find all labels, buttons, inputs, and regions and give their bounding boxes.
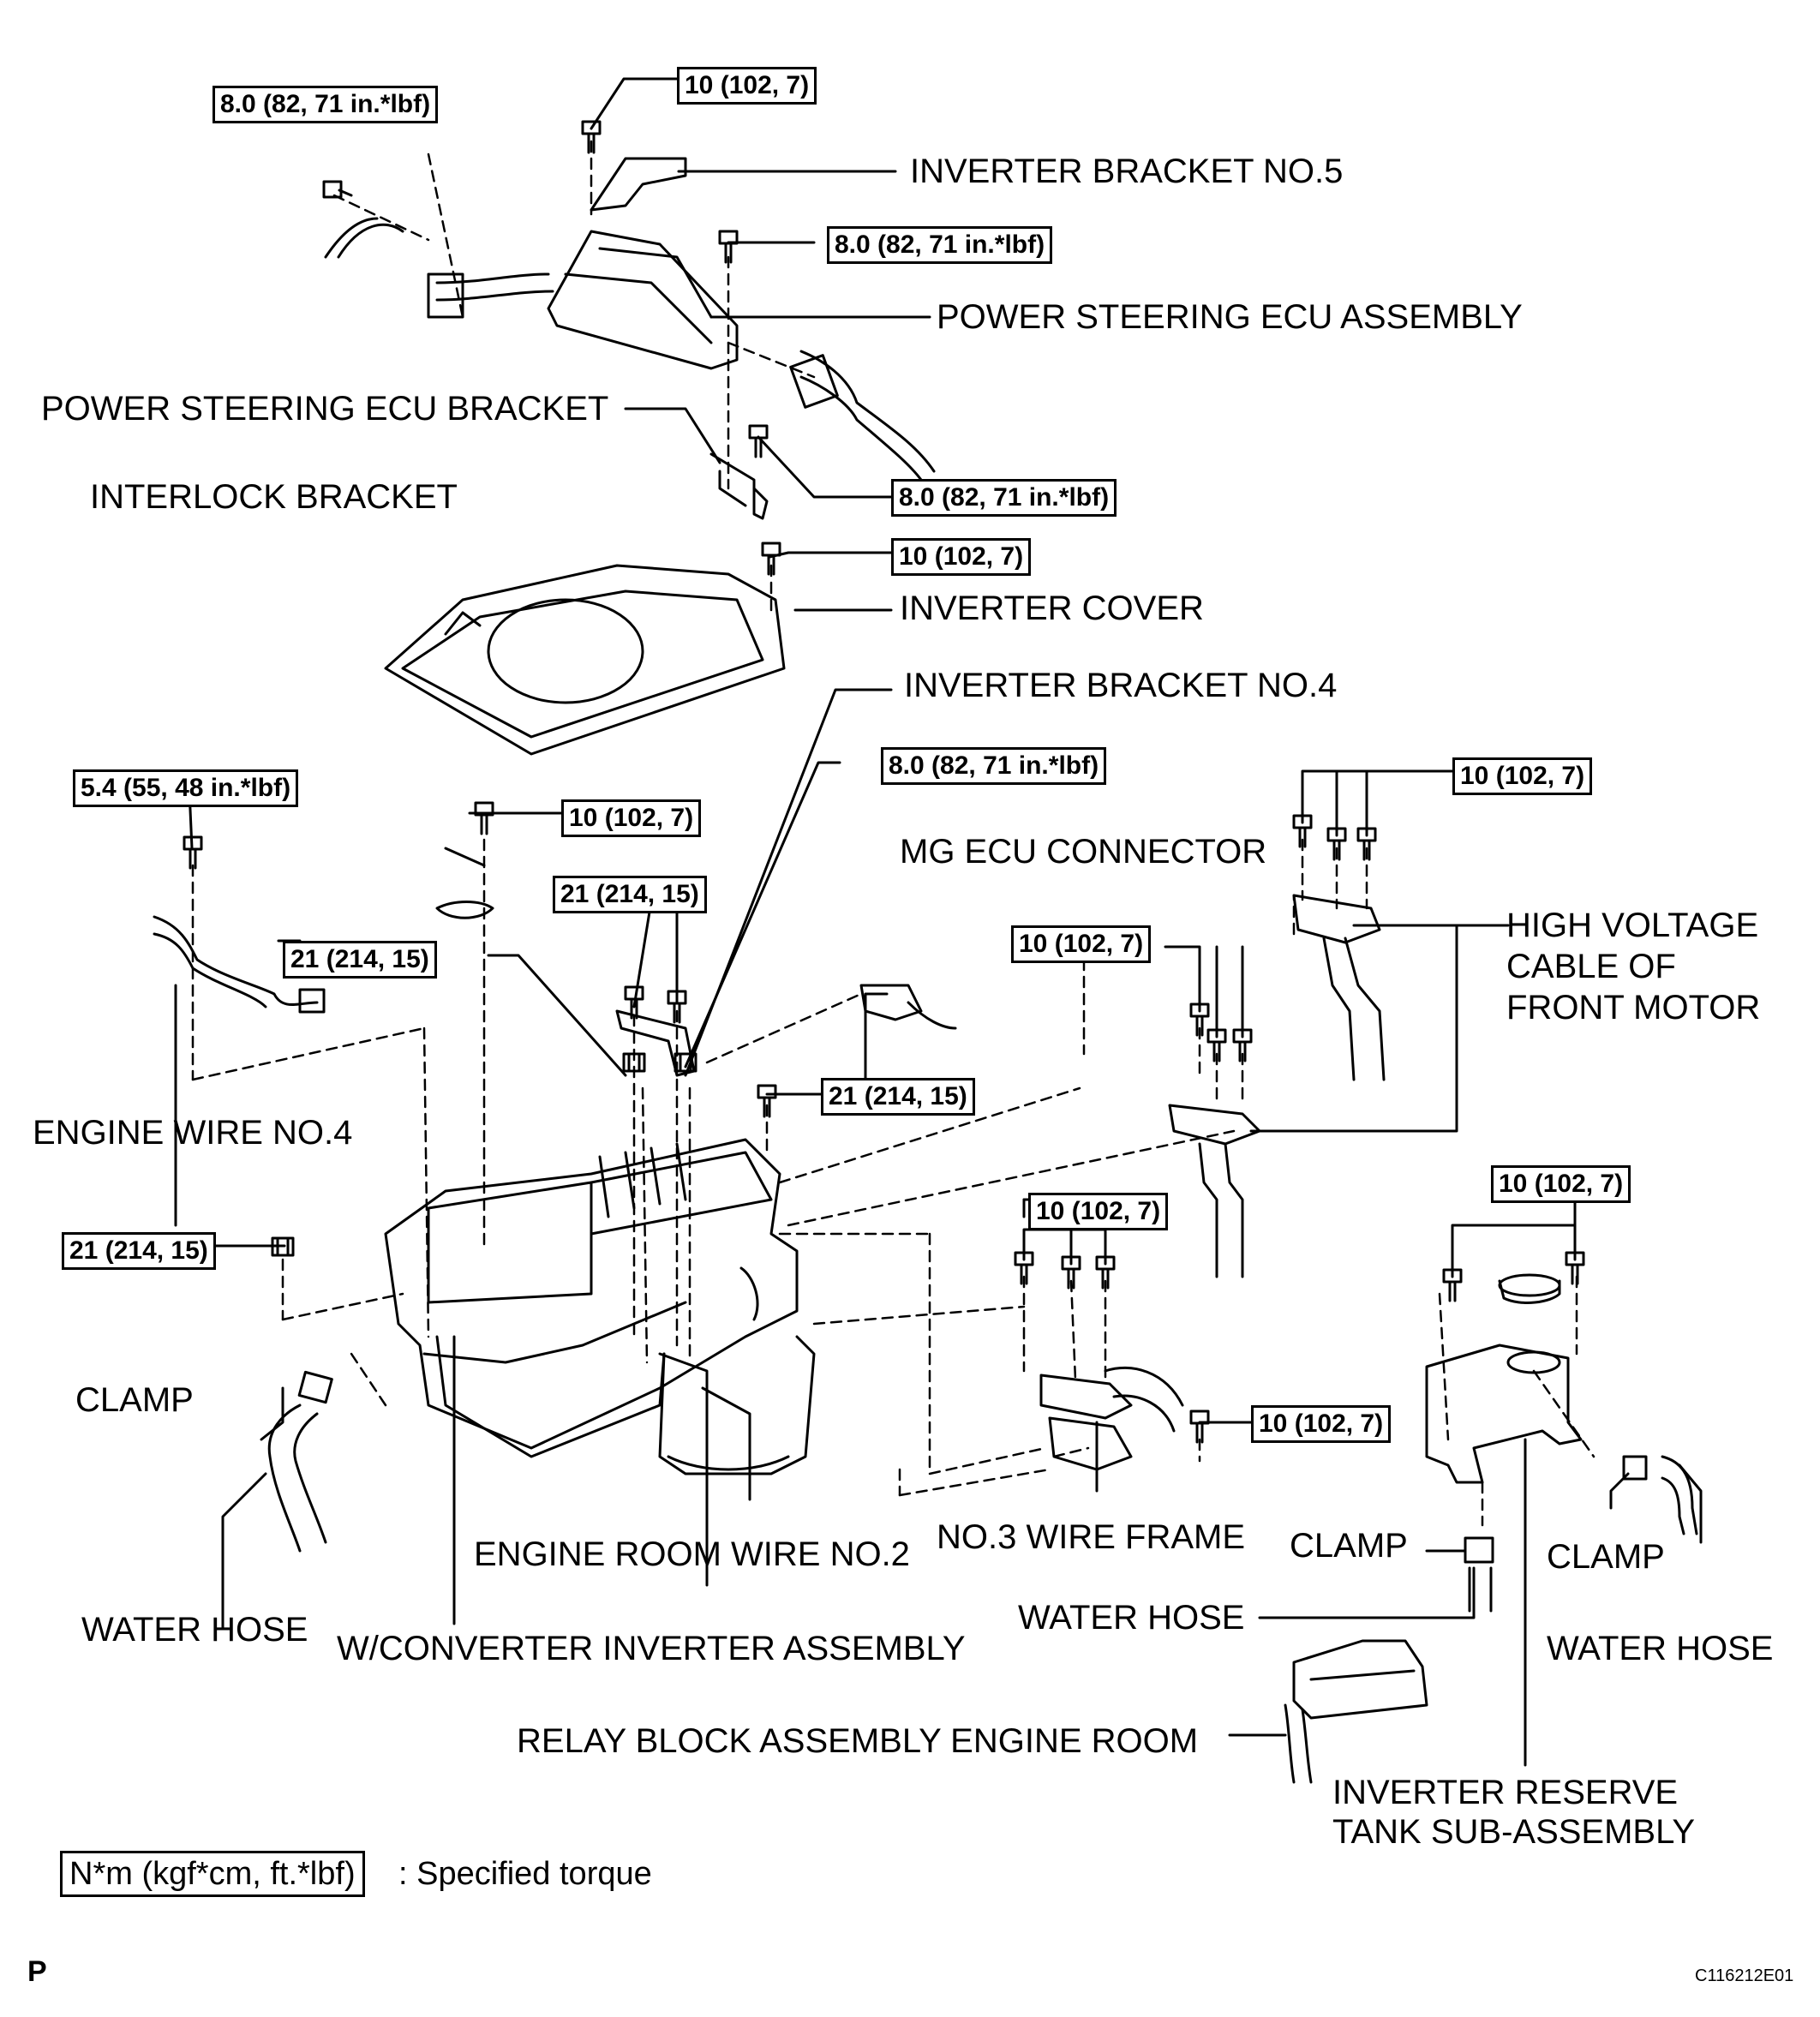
label-hv-cable-line3: FRONT MOTOR — [1506, 989, 1761, 1026]
label-engine-wire-no4: ENGINE WIRE NO.4 — [33, 1114, 353, 1152]
mg-ecu-connector — [859, 984, 923, 1021]
torque-nut-far-left: 21 (214, 15) — [62, 1232, 216, 1270]
inverter-bracket-no4 — [615, 1009, 696, 1077]
power-steering-ecu — [547, 230, 739, 370]
clamp-right — [1622, 1455, 1648, 1481]
legend-torque-unit-box: N*m (kgf*cm, ft.*lbf) — [60, 1851, 365, 1897]
torque-nut-upper: 21 (214, 15) — [553, 876, 707, 913]
label-clamp-left: CLAMP — [75, 1381, 194, 1419]
label-no3-wire-frame: NO.3 WIRE FRAME — [937, 1518, 1246, 1556]
label-power-steering-ecu-bracket: POWER STEERING ECU BRACKET — [41, 390, 609, 428]
water-hose-left — [267, 1404, 302, 1553]
torque-ecu-bracket: 8.0 (82, 71 in.*lbf) — [891, 479, 1117, 517]
torque-cover: 10 (102, 7) — [891, 538, 1032, 576]
label-reserve-tank-line1: INVERTER RESERVE — [1332, 1774, 1679, 1811]
torque-wire-frame-side: 10 (102, 7) — [1251, 1405, 1392, 1443]
label-clamp-mid: CLAMP — [1290, 1527, 1408, 1565]
torque-tank: 10 (102, 7) — [1491, 1165, 1631, 1203]
inverter-assembly — [384, 1138, 816, 1475]
ps-ecu-bracket — [709, 452, 769, 520]
engine-wire-no4 — [153, 915, 319, 1006]
label-engine-room-wire-no2: ENGINE ROOM WIRE NO.2 — [474, 1535, 910, 1573]
label-hv-cable-line1: HIGH VOLTAGE — [1506, 907, 1759, 944]
corner-letter: P — [27, 1955, 47, 1988]
label-power-steering-ecu-assembly: POWER STEERING ECU ASSEMBLY — [937, 298, 1523, 336]
label-hv-cable-line2: CABLE OF — [1506, 948, 1676, 985]
torque-interlock: 10 (102, 7) — [561, 799, 702, 837]
torque-hv-lower: 10 (102, 7) — [1011, 925, 1152, 963]
figure-code: C116212E01 — [1695, 1966, 1794, 1985]
label-interlock-bracket: INTERLOCK BRACKET — [90, 478, 458, 516]
label-clamp-right: CLAMP — [1547, 1538, 1665, 1576]
inverter-cover — [384, 564, 786, 756]
label-wconverter-inverter-assembly: W/CONVERTER INVERTER ASSEMBLY — [337, 1630, 966, 1667]
torque-nut-right: 21 (214, 15) — [821, 1078, 975, 1116]
hv-cable-lower — [1168, 1104, 1261, 1146]
label-reserve-tank-line2: TANK SUB-ASSEMBLY — [1332, 1813, 1696, 1851]
torque-hv-upper: 10 (102, 7) — [1452, 757, 1593, 795]
inverter-bracket-no5 — [590, 157, 687, 212]
reserve-tank — [1425, 1273, 1583, 1484]
torque-top-center: 10 (102, 7) — [677, 67, 817, 105]
ecu-harness — [435, 272, 550, 284]
torque-nut-left: 21 (214, 15) — [283, 941, 437, 979]
relay-block — [1284, 1639, 1428, 1784]
torque-wire-frame-top: 10 (102, 7) — [1028, 1193, 1169, 1230]
dashed-assembly-lines — [191, 140, 1595, 1527]
torque-engine-wire: 5.4 (55, 48 in.*lbf) — [73, 769, 299, 807]
bolts — [183, 120, 1585, 1444]
water-hose-mid — [1468, 1566, 1493, 1613]
torque-ecu-bolt: 8.0 (82, 71 in.*lbf) — [827, 226, 1053, 264]
label-inverter-bracket-no5: INVERTER BRACKET NO.5 — [910, 153, 1344, 190]
label-water-hose-left: WATER HOSE — [81, 1611, 308, 1649]
water-hose-right — [1661, 1455, 1698, 1535]
label-mg-ecu-connector: MG ECU CONNECTOR — [900, 833, 1267, 871]
clamp-left — [297, 1370, 333, 1404]
hv-cable-upper — [1292, 894, 1381, 944]
label-inverter-cover: INVERTER COVER — [900, 590, 1204, 627]
no3-wire-frame — [1039, 1374, 1133, 1420]
label-water-hose-right: WATER HOSE — [1547, 1630, 1774, 1667]
label-water-hose-mid: WATER HOSE — [1018, 1599, 1245, 1637]
label-relay-block: RELAY BLOCK ASSEMBLY ENGINE ROOM — [517, 1722, 1199, 1760]
interlock-bracket — [435, 901, 494, 919]
torque-top-left: 8.0 (82, 71 in.*lbf) — [213, 86, 439, 123]
clamp-mid — [1464, 1536, 1494, 1564]
torque-bracket4: 8.0 (82, 71 in.*lbf) — [881, 747, 1107, 785]
legend-specified-torque: : Specified torque — [398, 1856, 652, 1892]
label-inverter-bracket-no4: INVERTER BRACKET NO.4 — [904, 667, 1338, 704]
